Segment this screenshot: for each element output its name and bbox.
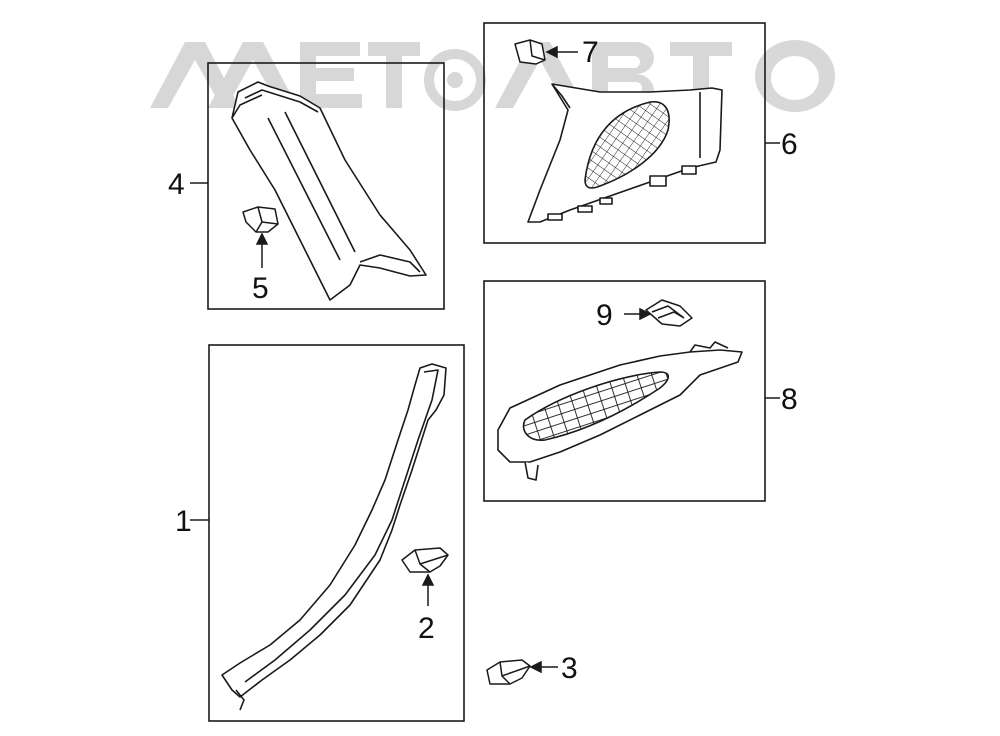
part-8-trim-panel <box>497 341 743 481</box>
leader-lines <box>190 45 780 674</box>
callout-4: 4 <box>168 168 185 201</box>
part-2-clip <box>401 547 449 573</box>
box-part-4 <box>207 62 445 310</box>
callout-2: 2 <box>418 612 435 645</box>
callout-3: 3 <box>561 652 578 685</box>
part-4-pillar-trim <box>231 81 427 301</box>
part-1-pillar-trim <box>221 363 447 711</box>
callout-8: 8 <box>781 383 798 416</box>
callout-1: 1 <box>175 505 192 538</box>
callout-7: 7 <box>582 36 599 69</box>
box-part-1 <box>208 344 465 722</box>
part-9-clip <box>645 299 693 327</box>
part-3-clip <box>486 659 531 685</box>
part-6-quarter-trim <box>527 83 723 223</box>
part-7-clip <box>514 39 546 65</box>
part-5-clip <box>242 206 279 233</box>
box-part-8 <box>483 280 766 502</box>
callout-5: 5 <box>252 272 269 305</box>
callout-9: 9 <box>596 299 613 332</box>
box-part-6 <box>483 22 766 244</box>
callout-6: 6 <box>781 128 798 161</box>
